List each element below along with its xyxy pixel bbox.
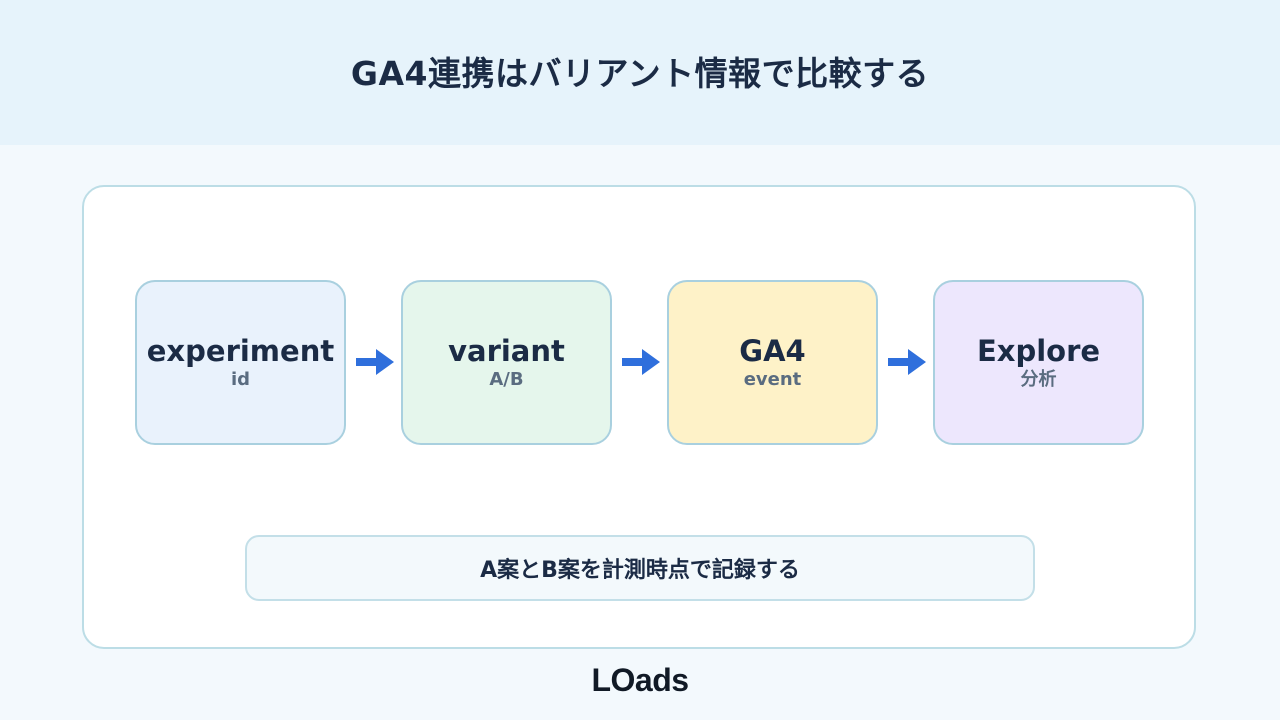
flow-step-label: variant: [448, 333, 565, 368]
right-arrow-icon: [622, 349, 660, 375]
flow-step-variant: variant A/B: [401, 280, 612, 445]
note-box: A案とB案を計測時点で記録する: [245, 535, 1035, 601]
flow-step-sublabel: 分析: [1020, 368, 1057, 390]
flow-step-sublabel: event: [743, 368, 802, 390]
right-arrow-icon: [888, 349, 926, 375]
flow-step-explore: Explore 分析: [933, 280, 1144, 445]
flow-step-sublabel: id: [230, 368, 251, 390]
brand-logo: LOads: [591, 662, 689, 698]
flow-step-ga4: GA4 event: [667, 280, 878, 445]
page-title: GA4連携はバリアント情報で比較する: [350, 53, 930, 93]
flow-step-sublabel: A/B: [489, 368, 524, 390]
flow-step-label: Explore: [976, 333, 1101, 368]
flow-step-label: experiment: [146, 333, 335, 368]
note-text: A案とB案を計測時点で記録する: [480, 558, 800, 583]
header-band: GA4連携はバリアント情報で比較する: [0, 0, 1280, 145]
flow-step-experiment: experiment id: [135, 280, 346, 445]
flow-step-label: GA4: [739, 333, 806, 368]
right-arrow-icon: [356, 349, 394, 375]
